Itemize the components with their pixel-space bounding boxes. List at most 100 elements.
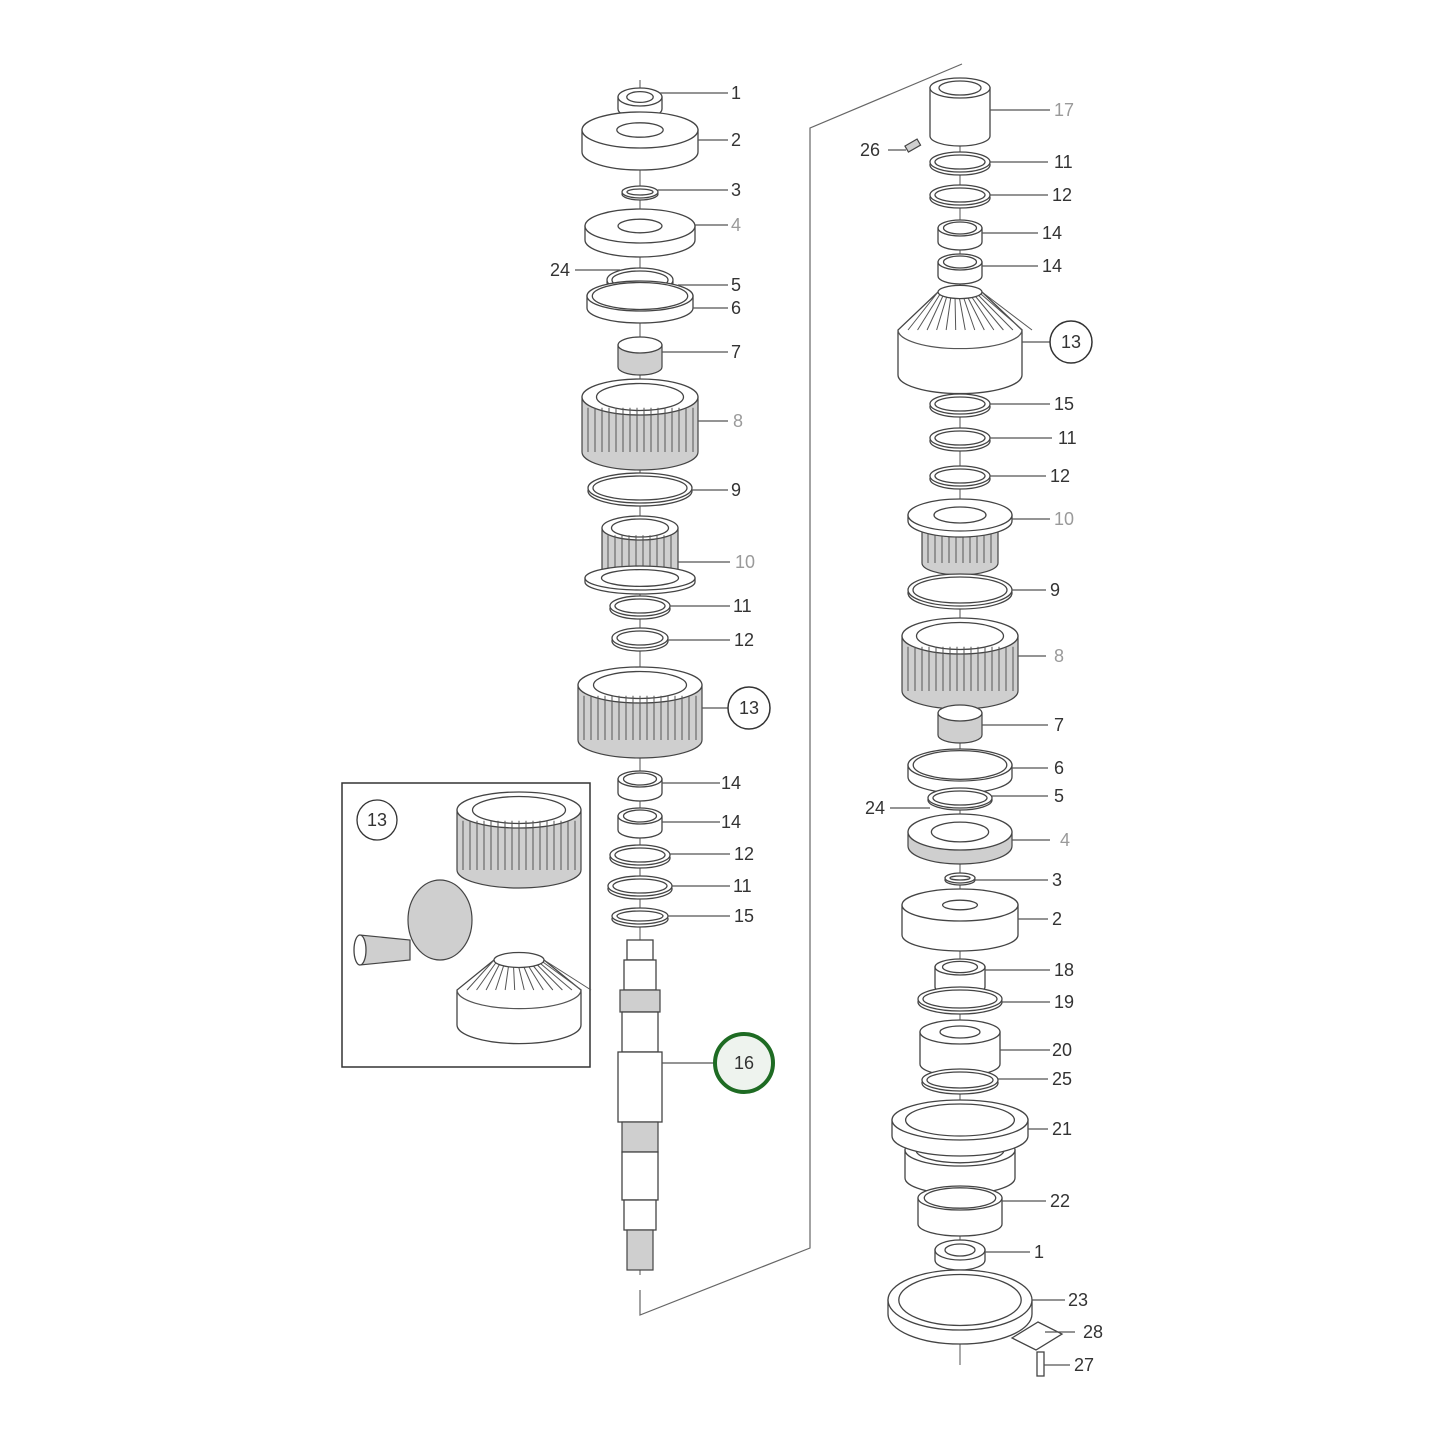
part-10-flange-r xyxy=(907,498,1013,538)
part-2-cover-r-bore xyxy=(941,899,979,911)
part-2-cover-r xyxy=(901,888,1019,952)
callout-3: 3 xyxy=(658,180,741,200)
part-20-bearing xyxy=(919,1019,1001,1077)
part-3-snap-ring-inner xyxy=(626,188,654,196)
part-number-label: 1 xyxy=(1034,1242,1044,1262)
part-3-snap-ring-r xyxy=(944,872,976,886)
part-10-hub-bore xyxy=(610,518,670,538)
shaft-section xyxy=(617,1051,663,1123)
callout-circle xyxy=(356,799,398,841)
part-number-label: 24 xyxy=(550,260,570,280)
part-number-label: 14 xyxy=(721,812,741,832)
part-9-disc-r-inner xyxy=(912,576,1008,604)
part-number-label: 19 xyxy=(1054,992,1074,1012)
part-number-label: 4 xyxy=(731,215,741,235)
callout-24: 24 xyxy=(865,798,930,818)
callouts: 1234245678910111213141412111516172611121… xyxy=(356,83,1103,1375)
part-number-label: 20 xyxy=(1052,1040,1072,1060)
part-18-bearing-r-bore xyxy=(941,960,979,974)
inset-bevel-gear-spiral-tooth xyxy=(539,959,582,991)
inset-pinion-gear xyxy=(407,879,473,961)
callout-11: 11 xyxy=(990,152,1073,172)
part-15-shim-r xyxy=(929,393,991,418)
part-12-bearing-inner xyxy=(616,630,664,646)
callout-25: 25 xyxy=(998,1069,1072,1089)
inset-bevel-gear-body xyxy=(456,959,582,1045)
part-22-sleeve xyxy=(917,1185,1003,1237)
part-number-label: 21 xyxy=(1052,1119,1072,1139)
callout-9: 9 xyxy=(692,480,741,500)
part-5-seal-r-inner xyxy=(932,790,988,806)
part-12-bearing-r2-inner xyxy=(934,468,986,484)
inset-splined-shaft xyxy=(359,934,411,966)
callout-4: 4 xyxy=(695,215,741,235)
callout-circle xyxy=(1049,320,1093,364)
inset-ring-gear xyxy=(456,791,582,889)
part-4-piston xyxy=(584,208,696,258)
callout-12: 12 xyxy=(668,630,754,650)
callout-5: 5 xyxy=(992,786,1064,806)
part-number-label: 15 xyxy=(1054,394,1074,414)
callout-11: 11 xyxy=(990,428,1077,448)
part-4-piston-r xyxy=(907,813,1013,865)
highlight-circle xyxy=(713,1032,775,1094)
part-11-washer xyxy=(609,595,671,620)
part-8-clutch-pack-r xyxy=(901,617,1019,710)
callout-10: 10 xyxy=(1012,509,1074,529)
part-13-bevel-gear-top xyxy=(937,284,983,300)
part-17-bearing xyxy=(929,77,991,147)
callout-13: 13 xyxy=(702,686,771,730)
callout-11: 11 xyxy=(672,876,752,896)
part-8-clutch-pack xyxy=(581,378,699,471)
part-2-cover xyxy=(581,111,699,171)
part-12-bearing-2 xyxy=(609,844,671,869)
inset-bevel-gear xyxy=(456,951,592,1045)
part-number-label: 6 xyxy=(1054,758,1064,778)
part-19-o-ring xyxy=(917,986,1003,1015)
part-7-spring-pack-r xyxy=(937,704,983,744)
callout-11: 11 xyxy=(670,596,752,616)
part-6-seal-ring xyxy=(586,280,694,324)
callout-12: 12 xyxy=(990,185,1072,205)
part-number-label: 27 xyxy=(1074,1355,1094,1375)
part-14-bearing-race-2 xyxy=(617,807,663,839)
callout-26: 26 xyxy=(860,140,906,160)
part-16-shaft xyxy=(617,939,663,1271)
shaft-section xyxy=(626,1229,654,1271)
part-number-label: 11 xyxy=(1054,152,1073,172)
callout-20: 20 xyxy=(1000,1040,1072,1060)
callout-15: 15 xyxy=(990,394,1074,414)
part-6-seal-ring-r xyxy=(907,748,1013,794)
part-15-shim xyxy=(611,907,669,928)
part-9-disc-r xyxy=(907,573,1013,610)
part-14-bearing-race-bore xyxy=(622,772,658,786)
callout-16: 16 xyxy=(662,1032,775,1094)
part-11-washer-inner xyxy=(614,598,666,614)
part-19-o-ring-inner xyxy=(922,989,998,1009)
part-2-cover-bore xyxy=(616,122,664,138)
callout-4: 4 xyxy=(1012,830,1070,850)
part-number-label: 11 xyxy=(733,596,752,616)
part-number-label: 2 xyxy=(731,130,741,150)
part-11-washer-r2-inner xyxy=(934,430,986,446)
part-number-label: 13 xyxy=(739,698,759,718)
part-number-label: 8 xyxy=(733,411,743,431)
inset-ring-gear-bore xyxy=(471,795,567,825)
part-number-label: 12 xyxy=(1052,185,1072,205)
part-28-plate xyxy=(1010,1321,1064,1351)
part-8-clutch-pack-r-bore xyxy=(915,621,1005,651)
callout-24: 24 xyxy=(550,260,620,280)
part-14-race-r2-bore xyxy=(942,255,978,269)
callout-7: 7 xyxy=(662,342,741,362)
part-number-label: 9 xyxy=(1050,580,1060,600)
part-22-sleeve-bore xyxy=(923,1187,997,1209)
part-number-label: 12 xyxy=(734,844,754,864)
shaft-section xyxy=(623,1199,657,1231)
part-number-label: 6 xyxy=(731,298,741,318)
part-12-bearing-2-inner xyxy=(614,847,666,863)
callout-8: 8 xyxy=(698,411,743,431)
part-13-bevel-gear-spiral-tooth xyxy=(971,291,1004,331)
part-number-label: 4 xyxy=(1060,830,1070,850)
part-number-label: 22 xyxy=(1050,1191,1070,1211)
